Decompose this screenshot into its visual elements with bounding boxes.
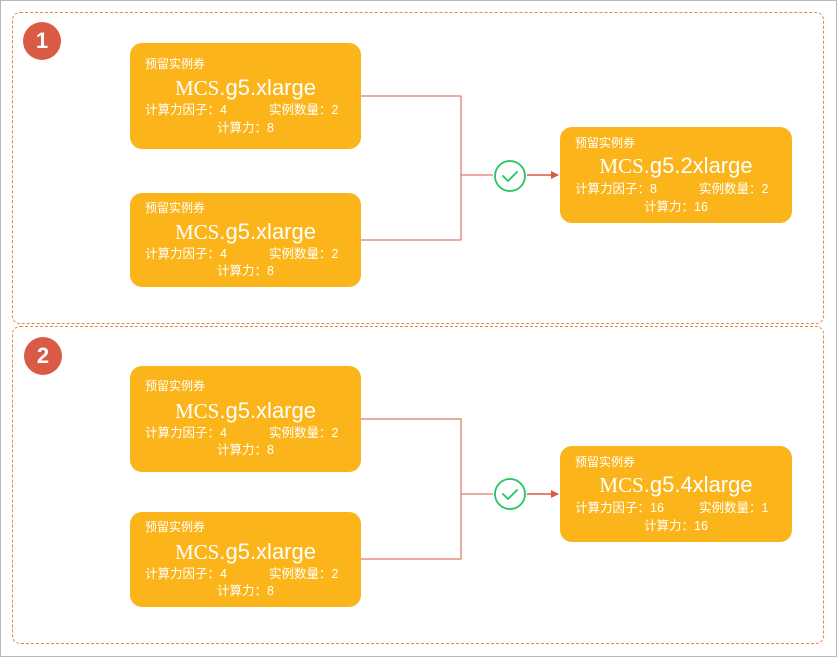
instance-count: 实例数量：2 [269, 247, 339, 261]
scenario-1-badge: 1 [23, 22, 61, 60]
instance-size: .g5.xlarge [219, 398, 316, 423]
voucher-tag: 预留实例券 [575, 455, 636, 469]
voucher-tag: 预留实例券 [145, 379, 206, 393]
compute-power: 计算力：8 [217, 584, 274, 598]
scenario-2-panel [12, 326, 824, 644]
voucher-tag: 预留实例券 [145, 57, 206, 71]
instance-count: 实例数量：2 [699, 182, 769, 196]
instance-prefix: MCS [599, 154, 644, 178]
instance-size: .g5.2xlarge [643, 153, 753, 178]
instance-prefix: MCS [599, 473, 644, 497]
compute-power: 计算力：8 [217, 443, 274, 457]
compute-power: 计算力：8 [217, 121, 274, 135]
compute-factor: 计算力因子：8 [575, 182, 657, 196]
voucher-tag: 预留实例券 [145, 201, 206, 215]
instance-size: .g5.xlarge [219, 219, 316, 244]
scenario-2-source-card-2: 预留实例券 MCS.g5.xlarge 计算力因子：4 实例数量：2 计算力：8 [130, 512, 361, 607]
instance-prefix: MCS [175, 76, 220, 100]
instance-type: MCS.g5.xlarge [130, 398, 361, 424]
compute-factor: 计算力因子：16 [575, 501, 664, 515]
instance-count: 实例数量：2 [269, 103, 339, 117]
scenario-2-badge: 2 [24, 337, 62, 375]
compute-factor: 计算力因子：4 [145, 247, 227, 261]
voucher-tag: 预留实例券 [575, 136, 636, 150]
scenario-2-source-card-1: 预留实例券 MCS.g5.xlarge 计算力因子：4 实例数量：2 计算力：8 [130, 366, 361, 472]
scenario-1-result-card: 预留实例券 MCS.g5.2xlarge 计算力因子：8 实例数量：2 计算力：… [560, 127, 792, 223]
instance-type: MCS.g5.xlarge [130, 75, 361, 101]
instance-count: 实例数量：2 [269, 426, 339, 440]
instance-type: MCS.g5.xlarge [130, 539, 361, 565]
compute-power: 计算力：16 [644, 200, 708, 214]
scenario-1-panel [12, 12, 824, 324]
instance-size: .g5.xlarge [219, 75, 316, 100]
instance-count: 实例数量：1 [699, 501, 769, 515]
voucher-tag: 预留实例券 [145, 520, 206, 534]
scenario-2-result-card: 预留实例券 MCS.g5.4xlarge 计算力因子：16 实例数量：1 计算力… [560, 446, 792, 542]
compute-power: 计算力：16 [644, 519, 708, 533]
compute-factor: 计算力因子：4 [145, 567, 227, 581]
compute-factor: 计算力因子：4 [145, 426, 227, 440]
compute-factor: 计算力因子：4 [145, 103, 227, 117]
instance-size: .g5.xlarge [219, 539, 316, 564]
instance-prefix: MCS [175, 540, 220, 564]
instance-type: MCS.g5.4xlarge [560, 472, 792, 498]
instance-prefix: MCS [175, 399, 220, 423]
instance-size: .g5.4xlarge [643, 472, 753, 497]
scenario-1-source-card-2: 预留实例券 MCS.g5.xlarge 计算力因子：4 实例数量：2 计算力：8 [130, 193, 361, 287]
instance-type: MCS.g5.2xlarge [560, 153, 792, 179]
scenario-1-source-card-1: 预留实例券 MCS.g5.xlarge 计算力因子：4 实例数量：2 计算力：8 [130, 43, 361, 149]
compute-power: 计算力：8 [217, 264, 274, 278]
instance-prefix: MCS [175, 220, 220, 244]
instance-type: MCS.g5.xlarge [130, 219, 361, 245]
instance-count: 实例数量：2 [269, 567, 339, 581]
